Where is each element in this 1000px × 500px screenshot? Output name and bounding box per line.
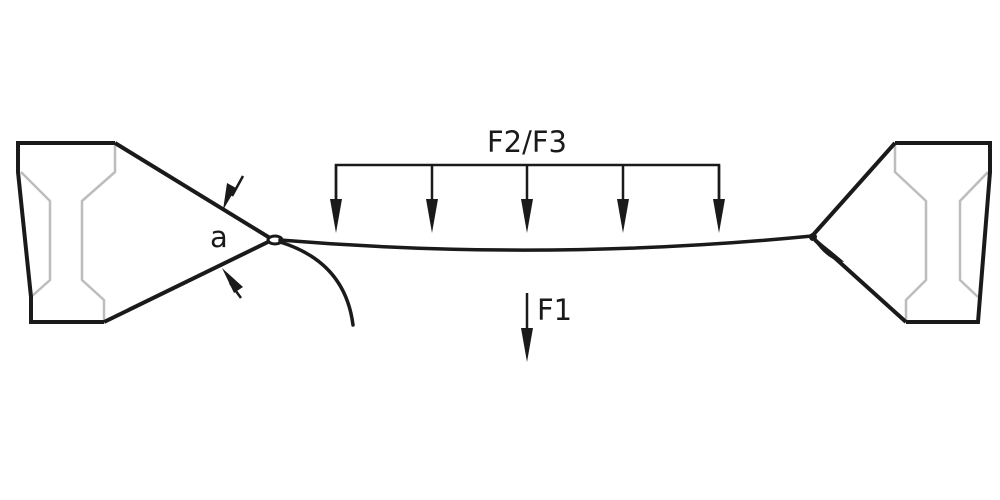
distributed-load-label: F2/F3	[487, 125, 567, 159]
angle-marker: a	[210, 175, 245, 299]
left-block-profile-outer	[20, 171, 52, 298]
load-arrowhead	[330, 199, 342, 233]
distributed-load: F2/F3	[330, 125, 725, 233]
right-knot	[809, 233, 817, 241]
right-sling-upper-leg	[811, 141, 897, 237]
point-load-label: F1	[537, 293, 572, 327]
left-block-outline	[16, 141, 115, 324]
main-rope	[278, 234, 814, 252]
load-arrowhead	[521, 199, 533, 233]
point-load: F1	[521, 293, 572, 362]
right-anchor-block	[893, 141, 992, 324]
right-sling-lower-leg	[813, 238, 908, 324]
load-arrowhead	[617, 199, 629, 233]
angle-label: a	[210, 220, 228, 254]
right-knot-loop	[813, 238, 845, 262]
angle-arrow-lower-head	[222, 268, 243, 293]
right-block-profile-outer	[958, 171, 989, 298]
right-block-outline	[895, 141, 992, 324]
left-sling-lower-leg	[103, 239, 271, 324]
left-sling-upper-leg	[113, 141, 272, 240]
load-arrowhead	[426, 199, 438, 233]
load-arrowhead	[713, 199, 725, 233]
left-loose-end	[278, 240, 355, 327]
left-anchor-block	[16, 141, 117, 324]
right-block-profile	[893, 143, 928, 322]
point-load-arrowhead	[521, 328, 533, 362]
left-block-profile	[80, 143, 117, 322]
angle-arrow-upper-head	[223, 183, 236, 210]
angle-arrow-upper-shaft	[230, 175, 245, 197]
